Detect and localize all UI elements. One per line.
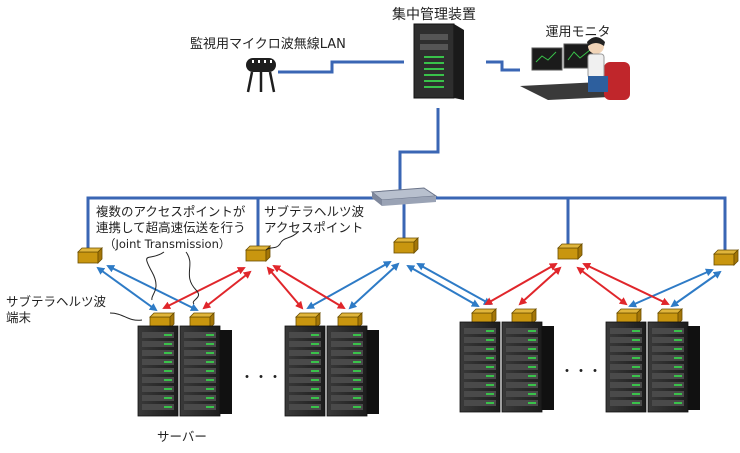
server-racks xyxy=(137,321,700,417)
central-label: 集中管理装置 xyxy=(392,6,476,23)
callout-lines xyxy=(109,231,299,321)
server-rack-icon xyxy=(284,325,326,417)
joint-line1: 複数のアクセスポイントが xyxy=(96,204,246,219)
joint-line3: （Joint Transmission） xyxy=(104,237,230,251)
server-rack-icon xyxy=(501,321,543,413)
access-point-icon xyxy=(393,237,419,254)
server-label: サーバー xyxy=(157,429,207,444)
ellipsis-left: ・・・ xyxy=(240,370,282,386)
monitor-label: 運用モニタ xyxy=(545,25,610,40)
ap-label-line2: アクセスポイント xyxy=(264,220,363,235)
terminal-label-line1: サブテラヘルツ波 xyxy=(6,294,107,309)
server-rack-icon xyxy=(605,321,647,413)
red-links xyxy=(162,262,670,310)
access-point-icon xyxy=(557,243,583,260)
network-switch-icon xyxy=(370,187,438,206)
operator-workstation-icon xyxy=(520,37,630,100)
central-server-icon xyxy=(413,23,464,100)
server-rack-icon xyxy=(137,325,179,417)
access-point-icon xyxy=(77,247,103,264)
server-rack-icon xyxy=(647,321,689,413)
access-point-icon xyxy=(245,245,271,262)
server-rack-icon xyxy=(459,321,501,413)
antenna-icon xyxy=(246,58,276,93)
blue-links xyxy=(96,261,722,312)
access-point-icon xyxy=(713,249,739,266)
terminal-label-line2: 端末 xyxy=(6,310,32,325)
ellipsis-right: ・・・ xyxy=(560,364,602,380)
server-rack-icon xyxy=(326,325,368,417)
ap-label-line1: サブテラヘルツ波 xyxy=(264,204,365,219)
terminals xyxy=(149,308,683,329)
wireless-lan-label: 監視用マイクロ波無線LAN xyxy=(190,36,346,52)
server-rack-icon xyxy=(179,325,221,417)
joint-line2: 連携して超高速伝送を行う xyxy=(96,220,246,235)
